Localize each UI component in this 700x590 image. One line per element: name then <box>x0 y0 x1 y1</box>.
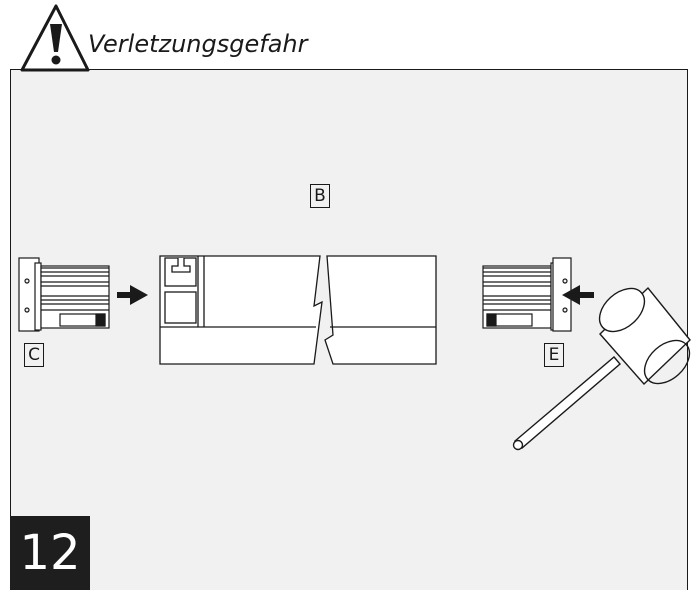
mallet-icon <box>512 286 691 451</box>
part-label-e: E <box>544 343 564 367</box>
step-number: 12 <box>10 516 90 590</box>
insert-arrow-right <box>562 285 594 305</box>
insert-arrow-left <box>117 285 148 305</box>
part-label-c: C <box>24 343 44 367</box>
part-label-b: B <box>310 184 330 208</box>
end-cap-c <box>18 257 110 332</box>
end-cap-e <box>482 257 572 332</box>
warning-triangle-icon <box>20 4 90 72</box>
profile-b <box>159 255 437 365</box>
warning-title: Verletzungsgefahr <box>88 30 308 58</box>
